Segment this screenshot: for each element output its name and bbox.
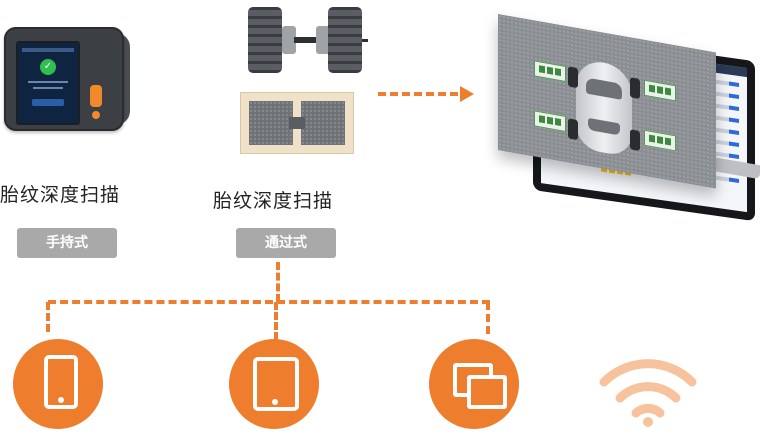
scan-result-overlay (498, 14, 716, 189)
wifi-icon (599, 359, 697, 427)
success-check-icon: ✓ (40, 59, 56, 75)
passthrough-tag: 通过式 (236, 228, 336, 258)
connector-bar (48, 300, 490, 304)
drive-over-plate-image (240, 92, 354, 154)
tire-rig-image (246, 3, 370, 79)
arrow-head-icon (460, 86, 474, 102)
arrow-line (378, 92, 458, 96)
multi-window-circle (429, 339, 519, 429)
tablet-circle (229, 339, 319, 429)
scanner-button (90, 85, 102, 107)
handheld-title: 胎纹深度扫描 (0, 184, 121, 206)
car-topview-icon (576, 57, 632, 158)
passthrough-title: 胎纹深度扫描 (213, 190, 334, 212)
tablet-icon (253, 357, 299, 411)
handheld-tag: 手持式 (17, 228, 117, 258)
connector-trunk (276, 262, 280, 302)
connector-left (46, 302, 50, 332)
handheld-scanner-image: ✓ (4, 23, 130, 133)
scanner-indicator (92, 111, 100, 119)
smartphone-circle (13, 339, 103, 429)
connector-right (486, 302, 490, 334)
scanner-screen: ✓ (16, 41, 80, 125)
smartphone-icon (44, 355, 78, 409)
connector-middle (274, 302, 278, 340)
